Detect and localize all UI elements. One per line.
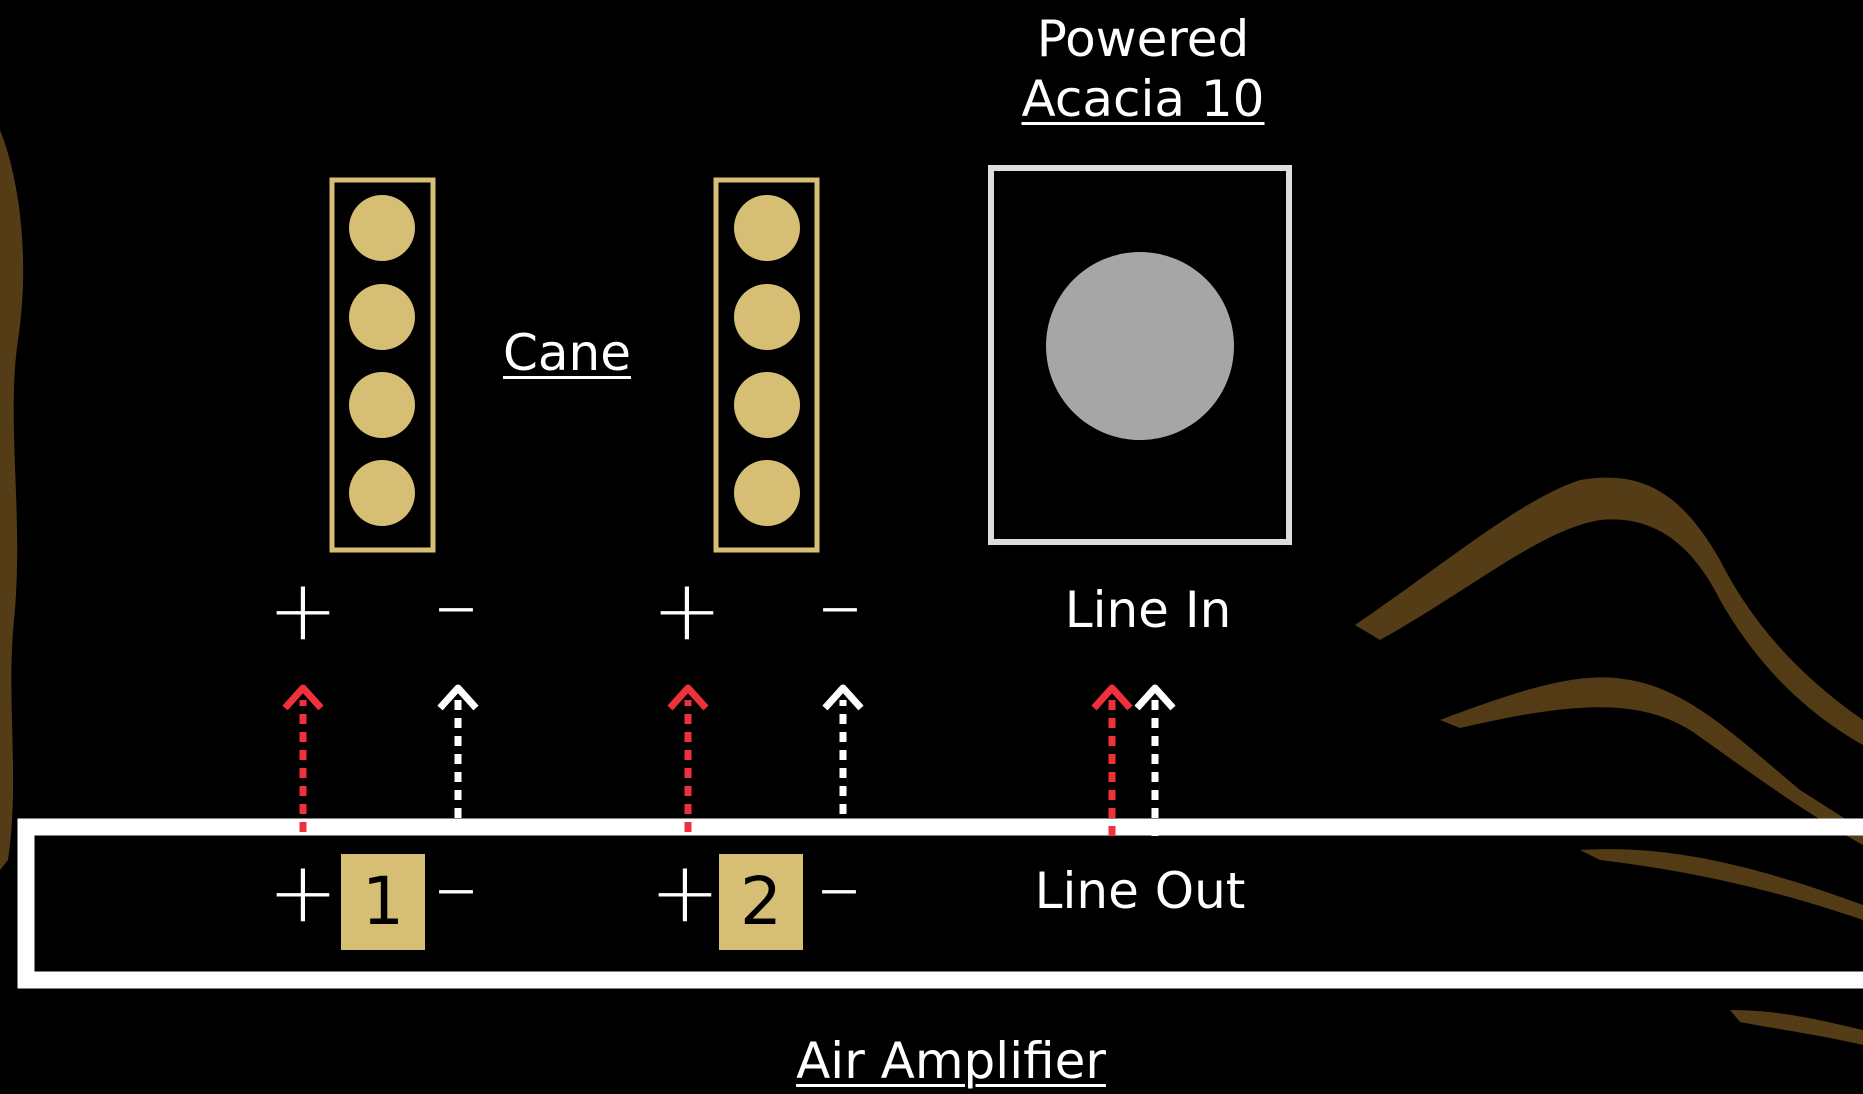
line-out-label: Line Out bbox=[1034, 862, 1246, 920]
speaker2-plus-terminal: + bbox=[651, 561, 723, 659]
subwoofer-driver bbox=[1046, 252, 1234, 440]
decorative-swirls bbox=[0, 130, 1863, 1045]
speaker-cabinet-1 bbox=[329, 177, 436, 553]
amplifier-name: Air Amplifier bbox=[796, 1032, 1106, 1090]
swirl-right-top bbox=[1355, 477, 1863, 745]
arrowhead-ch1-plus bbox=[282, 684, 324, 711]
amplifier-frame bbox=[17, 818, 1863, 989]
driver-2d bbox=[734, 460, 800, 526]
swirl-right-mid bbox=[1440, 677, 1863, 845]
speaker2-minus-terminal: – bbox=[819, 555, 861, 653]
line-in-label: Line In bbox=[1064, 581, 1232, 639]
arrowhead-line-right bbox=[1134, 684, 1176, 711]
speaker-cabinet-2 bbox=[713, 177, 820, 553]
amp-channel-1-badge: 1 bbox=[341, 854, 425, 950]
driver-1c bbox=[349, 372, 415, 438]
speaker1-minus-terminal: – bbox=[435, 555, 477, 653]
speaker-title-line2: Acacia 10 bbox=[1021, 70, 1265, 128]
driver-1a bbox=[349, 195, 415, 261]
acacia-subwoofer bbox=[988, 165, 1292, 545]
amp-channel-2-badge: 2 bbox=[719, 854, 803, 950]
driver-1b bbox=[349, 284, 415, 350]
speaker-title-line1: Powered bbox=[1036, 10, 1250, 68]
swirl-left bbox=[0, 130, 24, 870]
arrowhead-line-left bbox=[1091, 684, 1133, 711]
amp-ch2-minus: – bbox=[818, 837, 860, 935]
amp-ch2-plus: + bbox=[649, 843, 721, 941]
wires bbox=[282, 684, 1176, 836]
cane-speaker-1 bbox=[329, 177, 436, 553]
cane-speaker-2 bbox=[713, 177, 820, 553]
swirl-right-bottom bbox=[1730, 1010, 1863, 1045]
driver-2b bbox=[734, 284, 800, 350]
arrowhead-ch2-minus bbox=[822, 684, 864, 711]
arrowhead-ch2-plus bbox=[667, 684, 709, 711]
amp-ch1-minus: – bbox=[435, 837, 477, 935]
cane-label: Cane bbox=[502, 324, 632, 382]
speaker1-plus-terminal: + bbox=[267, 561, 339, 659]
driver-1d bbox=[349, 460, 415, 526]
driver-2a bbox=[734, 195, 800, 261]
driver-2c bbox=[734, 372, 800, 438]
swirl-right-low bbox=[1580, 849, 1863, 920]
amp-ch1-plus: + bbox=[267, 843, 339, 941]
arrowhead-ch1-minus bbox=[437, 684, 479, 711]
